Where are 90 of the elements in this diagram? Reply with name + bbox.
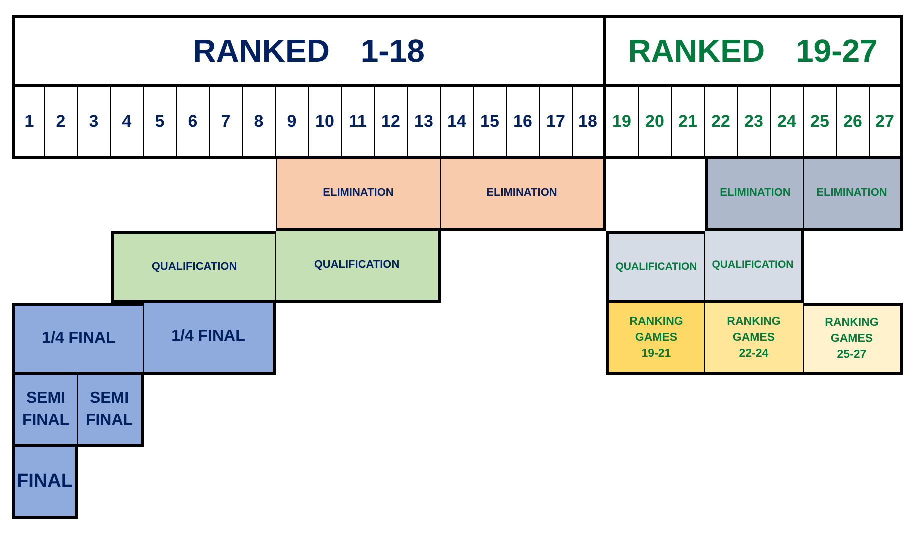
rank-number-cell <box>540 87 573 159</box>
round-label: QUALIFICATION <box>712 259 794 272</box>
rank-number-cell <box>342 87 375 159</box>
rank-number: 13 <box>414 112 434 132</box>
rank-number-cell <box>276 87 309 159</box>
rank-number: 21 <box>678 112 698 132</box>
rank-number: 4 <box>122 112 132 132</box>
round-block <box>804 303 903 375</box>
round-block <box>804 159 903 231</box>
rank-number-cell <box>177 87 210 159</box>
rank-number-cell <box>309 87 342 159</box>
round-label: RANKING GAMES 22-24 <box>726 314 782 362</box>
round-label: QUALIFICATION <box>314 259 400 272</box>
round-label: SEMI FINAL <box>21 388 71 430</box>
round-block <box>276 231 441 303</box>
rank-number: 26 <box>844 112 862 132</box>
rank-number-cell <box>804 87 837 159</box>
rank-number-cell <box>870 87 903 159</box>
rank-number: 16 <box>514 112 532 132</box>
rank-number: 9 <box>287 112 297 132</box>
round-block <box>12 303 144 375</box>
rank-number: 14 <box>448 112 466 132</box>
round-label: ELIMINATION <box>816 187 888 200</box>
rank-number: 7 <box>221 112 231 132</box>
round-block <box>705 303 804 375</box>
rank-number: 20 <box>646 112 664 132</box>
rank-number: 27 <box>876 112 894 132</box>
round-block <box>78 375 144 447</box>
round-block <box>705 159 804 231</box>
rank-number: 12 <box>382 112 400 132</box>
round-label: ELIMINATION <box>486 187 558 200</box>
rank-number-cell <box>705 87 738 159</box>
rank-number: 6 <box>188 112 198 132</box>
round-label: 1/4 FINAL <box>42 330 116 348</box>
rank-number: 17 <box>546 112 566 132</box>
rank-number: 2 <box>56 112 66 132</box>
rank-number-cell <box>474 87 507 159</box>
rank-number-cell <box>210 87 243 159</box>
round-block <box>276 159 441 231</box>
rank-number: 3 <box>89 112 99 132</box>
round-block <box>12 447 78 519</box>
round-block <box>12 375 78 447</box>
round-block <box>705 231 804 303</box>
rank-number-cell <box>144 87 177 159</box>
rank-number-cell <box>672 87 705 159</box>
rank-number: 19 <box>612 112 632 132</box>
round-label: 1/4 FINAL <box>172 328 246 347</box>
rank-number-cell <box>12 87 45 159</box>
rank-number-cell <box>441 87 474 159</box>
round-label: SEMI FINAL <box>84 388 134 430</box>
rank-number-cell <box>606 87 639 159</box>
range-header <box>606 15 903 87</box>
rank-number-cell <box>573 87 606 159</box>
round-label: RANKING GAMES 19-21 <box>628 314 684 362</box>
rank-number-cell <box>639 87 672 159</box>
rank-number: 10 <box>316 112 334 132</box>
rank-number-cell <box>45 87 78 159</box>
round-block <box>441 159 606 231</box>
rank-number-cell <box>111 87 144 159</box>
rank-number: 25 <box>810 112 830 132</box>
rank-number: 18 <box>578 112 598 132</box>
rank-number-cell <box>78 87 111 159</box>
rank-number-cell <box>738 87 771 159</box>
round-label: FINAL <box>17 470 73 492</box>
range-heading: RANKED 19-27 <box>628 32 878 70</box>
rank-number: 5 <box>155 112 165 132</box>
rank-number-cell <box>243 87 276 159</box>
round-label: RANKING GAMES 25-27 <box>824 316 880 363</box>
round-label: ELIMINATION <box>323 187 394 200</box>
range-header <box>12 15 606 87</box>
rank-number-cell <box>837 87 870 159</box>
rank-number-cell <box>408 87 441 159</box>
rank-number: 24 <box>778 112 796 132</box>
round-block <box>144 303 276 375</box>
rank-number: 15 <box>480 112 500 132</box>
round-label: ELIMINATION <box>720 187 791 200</box>
rank-number: 22 <box>712 112 730 132</box>
rank-number: 1 <box>24 112 34 132</box>
round-label: QUALIFICATION <box>152 260 238 274</box>
round-block <box>606 231 705 303</box>
rank-number: 23 <box>744 112 764 132</box>
round-label: QUALIFICATION <box>616 260 698 274</box>
rank-number-cell <box>771 87 804 159</box>
rank-number-cell <box>507 87 540 159</box>
round-block <box>606 303 705 375</box>
rank-number-cell <box>375 87 408 159</box>
rank-number: 8 <box>254 112 264 132</box>
rank-number: 11 <box>349 112 367 132</box>
range-heading: RANKED 1-18 <box>193 32 425 70</box>
round-block <box>111 231 276 303</box>
